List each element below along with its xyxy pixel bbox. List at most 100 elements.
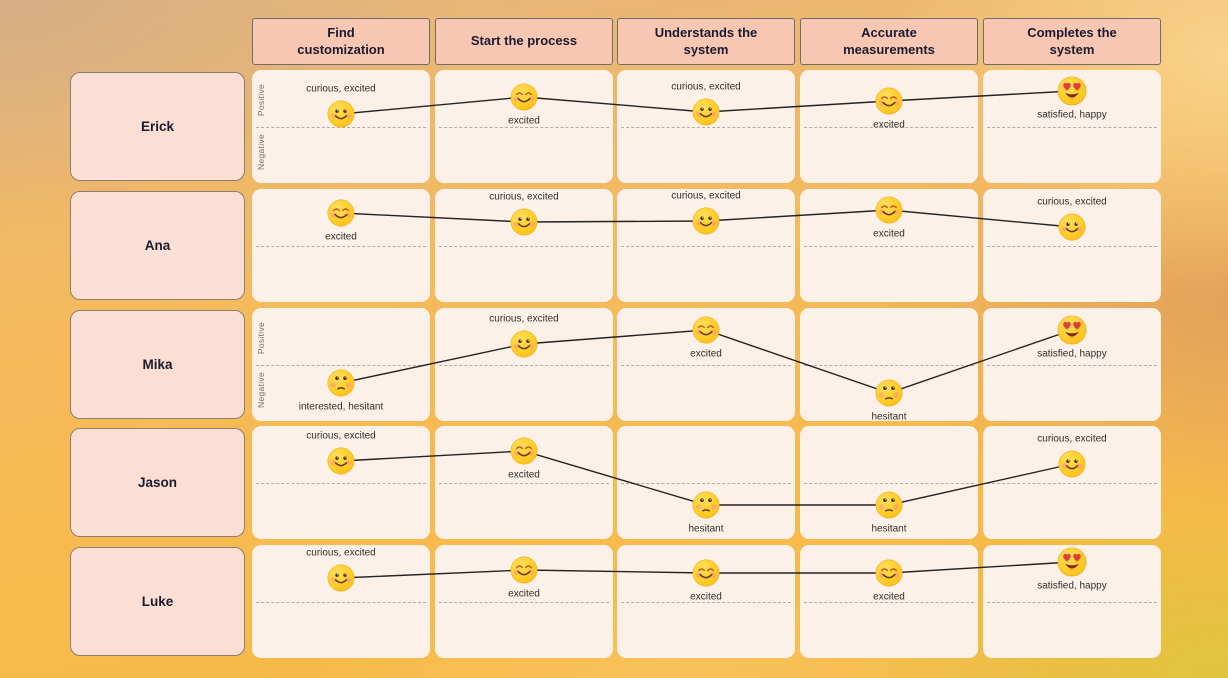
emoji-smiling-eyes[interactable] xyxy=(510,83,538,111)
column-header-accurate-measurements[interactable]: Accurate measurements xyxy=(800,18,978,65)
row-name: Ana xyxy=(144,238,171,253)
emoji-smiling-eyes[interactable] xyxy=(692,316,720,344)
emotion-label: curious, excited xyxy=(306,83,376,95)
cell-jason-find-customization[interactable] xyxy=(252,426,430,539)
emotion-label: interested, hesitant xyxy=(298,401,384,413)
emoji-smiling-eyes[interactable] xyxy=(875,559,903,587)
emoji-smiling-face-blush[interactable] xyxy=(327,564,355,592)
row-name: Luke xyxy=(141,594,174,609)
row-name: Jason xyxy=(137,475,178,490)
row-name: Erick xyxy=(140,119,175,134)
cell-luke-find-customization[interactable] xyxy=(252,545,430,658)
emoji-smiling-eyes[interactable] xyxy=(510,437,538,465)
positive-negative-divider xyxy=(987,126,1157,128)
emoji-smiling-eyes[interactable] xyxy=(875,196,903,224)
positive-negative-divider xyxy=(804,126,974,128)
cell-jason-accurate-measurements[interactable] xyxy=(800,426,978,539)
column-header-understands-the-system[interactable]: Understands the system xyxy=(617,18,795,65)
emotion-label: excited xyxy=(873,591,905,603)
emoji-heart-eyes[interactable] xyxy=(1057,76,1087,106)
positive-negative-divider xyxy=(439,126,609,128)
emoji-smiling-face-blush[interactable] xyxy=(510,208,538,236)
column-header-label: Start the process xyxy=(470,33,578,49)
emotion-label: satisfied, happy xyxy=(1037,580,1107,592)
positive-negative-divider xyxy=(621,126,791,128)
column-header-label: Understands the system xyxy=(654,25,758,57)
emoji-smiling-face-blush[interactable] xyxy=(510,330,538,358)
emotion-label: curious, excited xyxy=(1037,433,1107,445)
emotion-label: satisfied, happy xyxy=(1037,348,1107,360)
emotion-label: hesitant xyxy=(871,523,907,535)
emotion-label: excited xyxy=(690,591,722,603)
emoji-smiling-eyes[interactable] xyxy=(875,87,903,115)
emotion-label: curious, excited xyxy=(1037,196,1107,208)
row-label-mika[interactable]: Mika xyxy=(70,310,245,419)
axis-label-positive: Positive xyxy=(256,83,266,117)
emotion-label: curious, excited xyxy=(489,191,559,203)
emoji-smiling-face-blush[interactable] xyxy=(327,447,355,475)
column-header-start-the-process[interactable]: Start the process xyxy=(435,18,613,65)
emoji-smiling-face-blush[interactable] xyxy=(1058,450,1086,478)
positive-negative-divider xyxy=(804,601,974,603)
row-label-erick[interactable]: Erick xyxy=(70,72,245,181)
axis-label-positive: Positive xyxy=(256,321,266,355)
emotion-label: excited xyxy=(690,348,722,360)
cell-ana-start-the-process[interactable] xyxy=(435,189,613,302)
row-label-jason[interactable]: Jason xyxy=(70,428,245,537)
positive-negative-divider xyxy=(439,482,609,484)
emoji-smiling-face-blush[interactable] xyxy=(1058,213,1086,241)
emotion-label: curious, excited xyxy=(306,430,376,442)
row-label-ana[interactable]: Ana xyxy=(70,191,245,300)
positive-negative-divider xyxy=(987,482,1157,484)
emotion-label: excited xyxy=(508,469,540,481)
cell-jason-understands-the-system[interactable] xyxy=(617,426,795,539)
emoji-smiling-face-blush[interactable] xyxy=(692,98,720,126)
emotion-label: excited xyxy=(325,231,357,243)
column-header-label: Find customization xyxy=(297,25,385,57)
emoji-hesitant[interactable] xyxy=(875,379,903,407)
positive-negative-divider xyxy=(439,245,609,247)
positive-negative-divider xyxy=(987,364,1157,366)
cell-mika-start-the-process[interactable] xyxy=(435,308,613,421)
emotion-label: curious, excited xyxy=(671,81,741,93)
positive-negative-divider xyxy=(439,364,609,366)
row-name: Mika xyxy=(142,357,173,372)
emoji-hesitant[interactable] xyxy=(692,491,720,519)
emoji-heart-eyes[interactable] xyxy=(1057,547,1087,577)
emoji-smiling-eyes[interactable] xyxy=(692,559,720,587)
column-header-find-customization[interactable]: Find customization xyxy=(252,18,430,65)
emotion-label: hesitant xyxy=(688,523,724,535)
positive-negative-divider xyxy=(987,601,1157,603)
column-header-label: Completes the system xyxy=(1027,25,1117,57)
emotion-label: curious, excited xyxy=(671,190,741,202)
positive-negative-divider xyxy=(804,482,974,484)
emotion-label: excited xyxy=(508,588,540,600)
emotion-label: excited xyxy=(873,228,905,240)
emoji-smiling-eyes[interactable] xyxy=(510,556,538,584)
row-label-luke[interactable]: Luke xyxy=(70,547,245,656)
emotion-label: curious, excited xyxy=(489,313,559,325)
positive-negative-divider xyxy=(439,601,609,603)
axis-label-negative: Negative xyxy=(256,372,266,408)
positive-negative-divider xyxy=(621,482,791,484)
positive-negative-divider xyxy=(987,245,1157,247)
emoji-smiling-eyes[interactable] xyxy=(327,199,355,227)
cell-ana-completes-the-system[interactable] xyxy=(983,189,1161,302)
positive-negative-divider xyxy=(256,482,426,484)
positive-negative-divider xyxy=(621,364,791,366)
emoji-hesitant[interactable] xyxy=(327,369,355,397)
positive-negative-divider xyxy=(256,364,426,366)
emoji-hesitant[interactable] xyxy=(875,491,903,519)
column-header-completes-the-system[interactable]: Completes the system xyxy=(983,18,1161,65)
emoji-heart-eyes[interactable] xyxy=(1057,315,1087,345)
cell-erick-understands-the-system[interactable] xyxy=(617,70,795,183)
positive-negative-divider xyxy=(804,245,974,247)
axis-label-negative: Negative xyxy=(256,134,266,170)
emotion-label: curious, excited xyxy=(306,547,376,559)
cell-ana-understands-the-system[interactable] xyxy=(617,189,795,302)
emoji-smiling-face-blush[interactable] xyxy=(692,207,720,235)
emoji-smiling-face-blush[interactable] xyxy=(327,100,355,128)
emotion-label: excited xyxy=(508,115,540,127)
column-header-label: Accurate measurements xyxy=(843,25,935,57)
